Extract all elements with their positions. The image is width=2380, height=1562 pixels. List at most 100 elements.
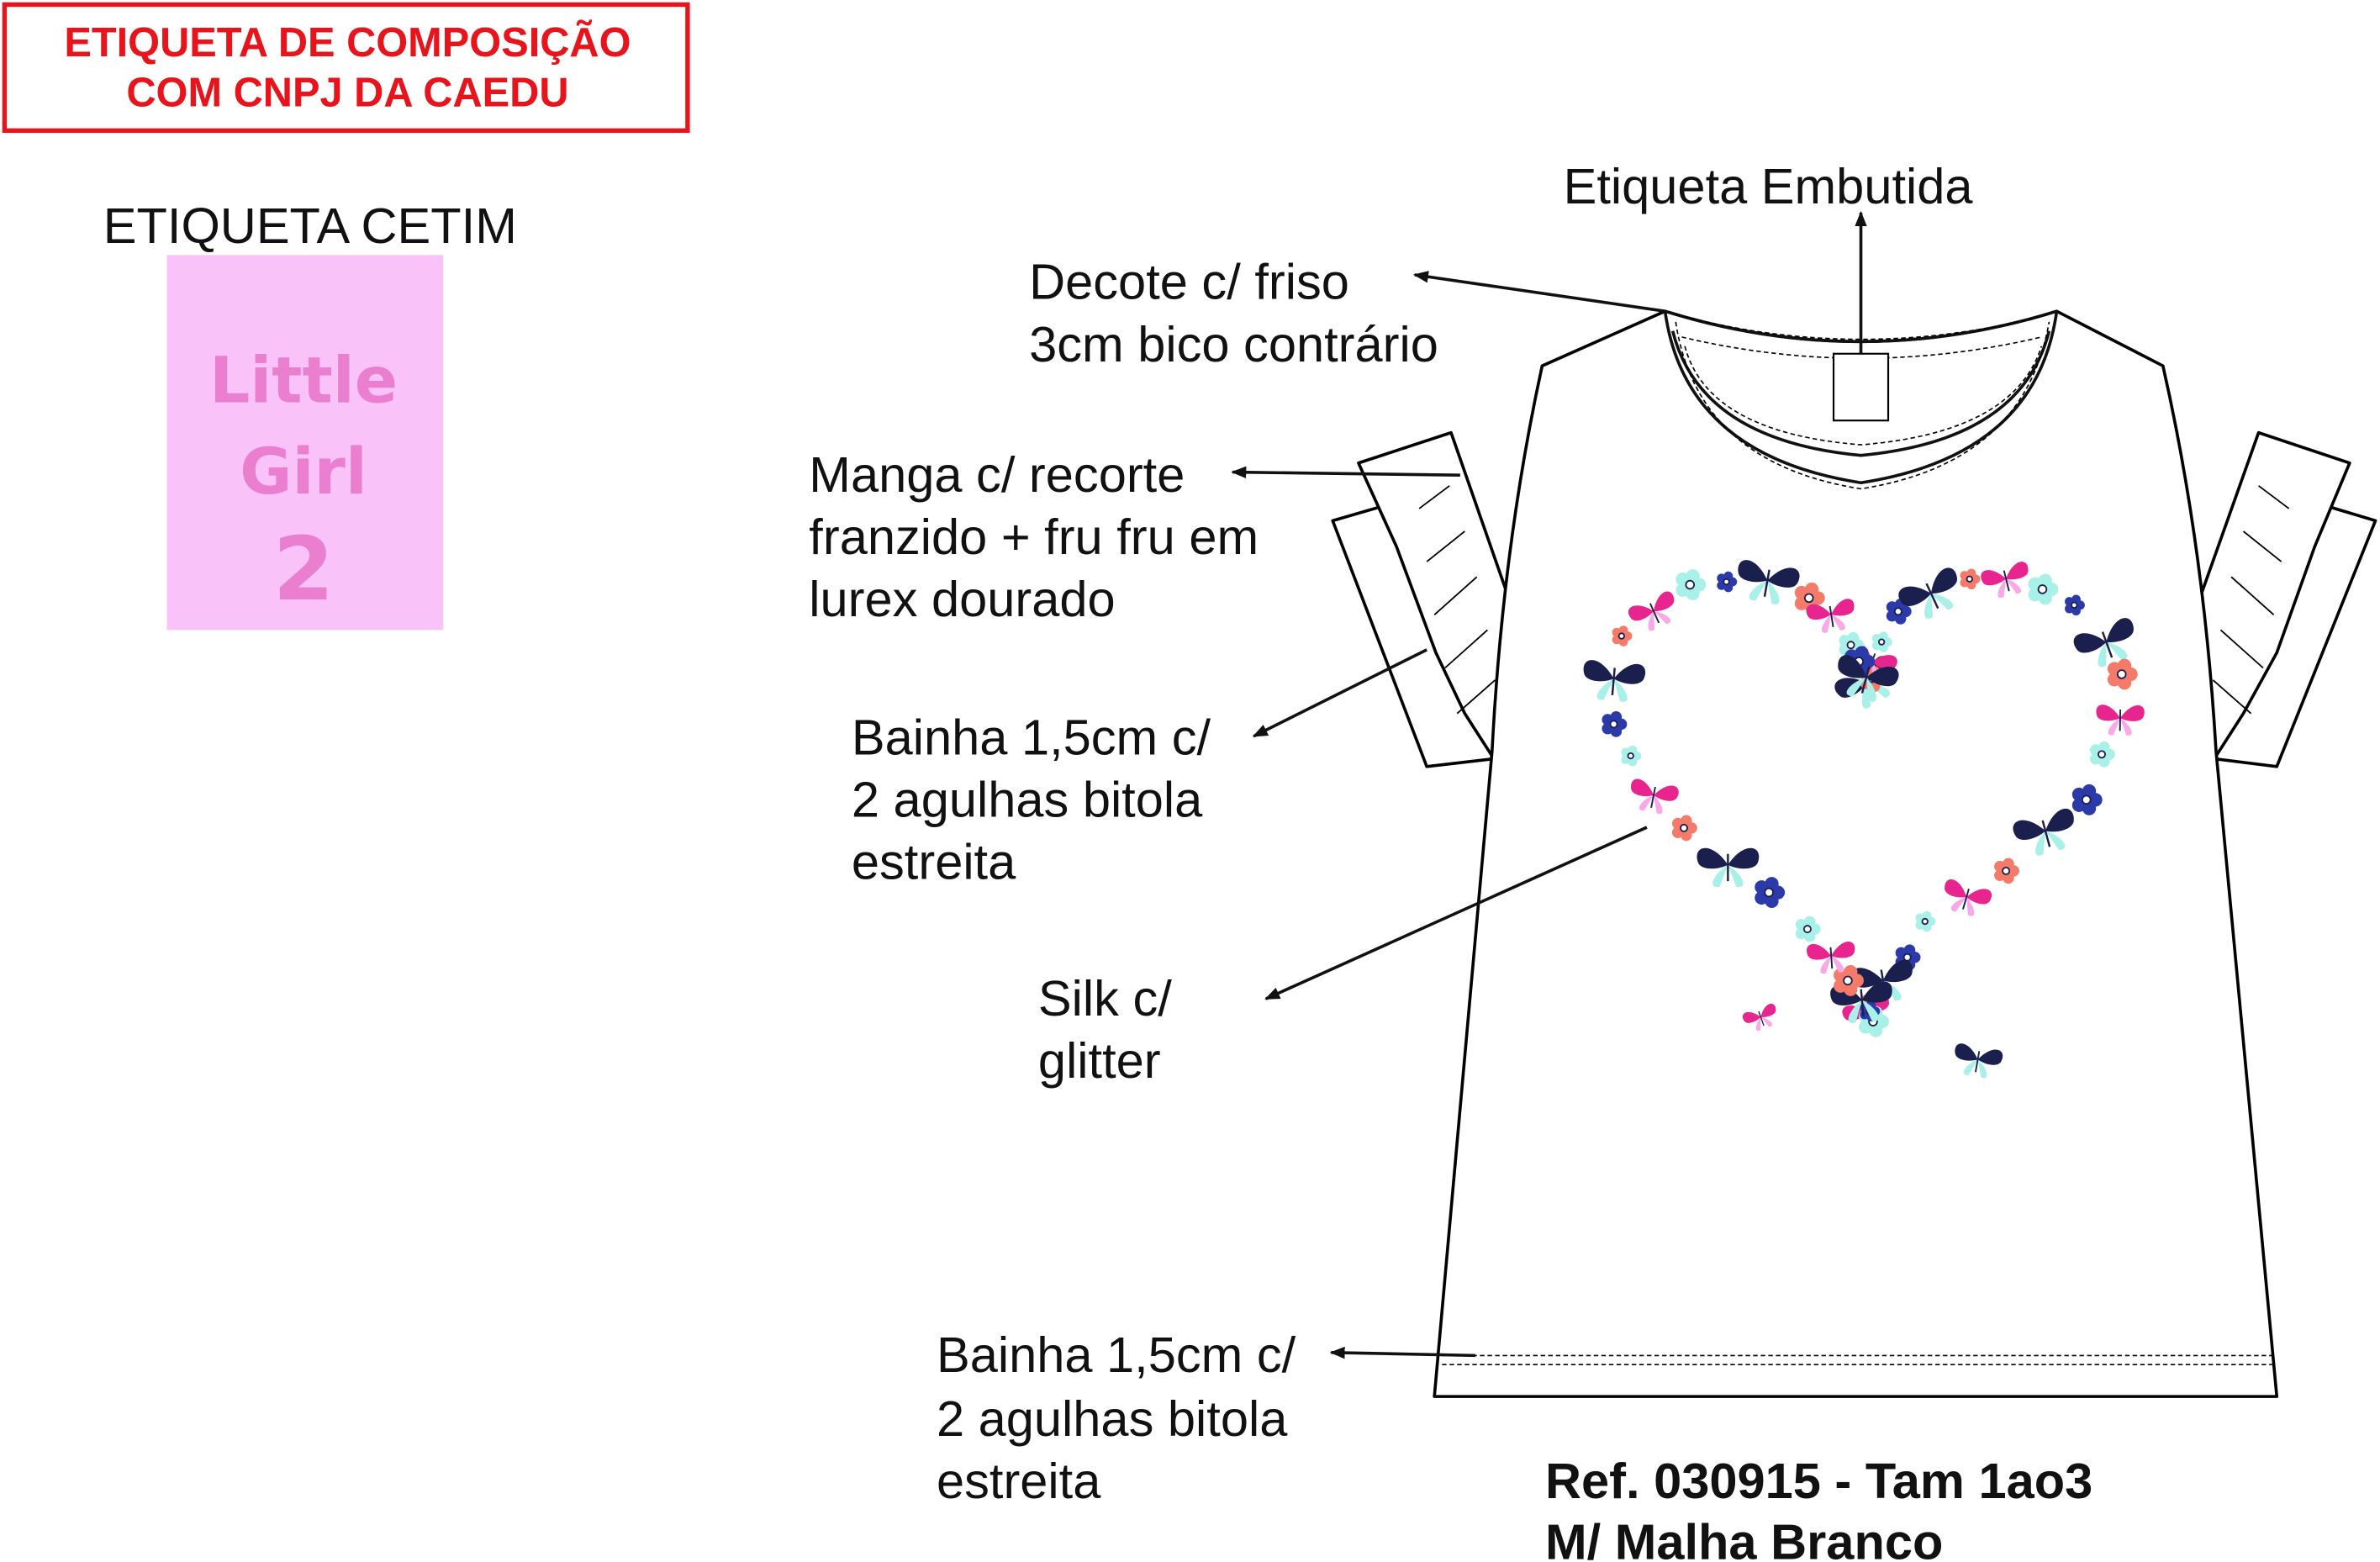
flower-center [1893,607,1902,616]
product-reference: Ref. 030915 - Tam 1ao3 M/ Malha Branco [1545,1453,2092,1562]
flower-center [2116,669,2127,679]
annotation-neckline: Decote c/ friso 3cm bico contrário [1029,254,1438,372]
butterfly-motif [1981,562,2029,599]
arrow-print [1264,826,1648,1000]
arrow-sleeve [1231,466,1460,479]
annotation-body-hem-line: Bainha 1,5cm c/ [937,1327,1296,1383]
butterfly-motif [2096,704,2145,736]
flower-center [1877,638,1886,646]
composition-label-line-1: ETIQUETA DE COMPOSIÇÃO [64,19,631,66]
flower-petal [2117,658,2132,673]
annotation-sleeve: Manga c/ recorte franzido + fru fru em l… [809,446,1259,627]
heart-butterfly-print [1583,560,2145,1079]
flower-petal [2098,741,2110,753]
butterfly-motif [1628,591,1675,631]
flower-center [1764,887,1774,898]
arrow-sleeve-hem [1252,648,1427,738]
flower-center [2002,866,2011,875]
satin-label-line-3: 2 [273,518,335,620]
annotation-body-hem-line: 2 agulhas bitola [937,1390,1288,1447]
annotation-body-hem-line: estreita [937,1453,1101,1509]
flower-center [1846,641,1855,650]
flower-petal [1844,964,1858,979]
reference-line: Ref. 030915 - Tam 1ao3 [1545,1453,2092,1509]
annotation-print-line: glitter [1038,1032,1161,1089]
flower-center [1803,593,1814,604]
butterfly-motif [1738,560,1800,604]
butterfly-motif [2073,618,2134,668]
flower-petal [2071,594,2081,604]
butterfly-motif [2013,808,2074,856]
annotation-sleeve-line: Manga c/ recorte [809,446,1185,503]
ruffle-gathers [1418,485,2290,715]
flower-petal [1765,877,1779,891]
flower-center [1843,975,1853,986]
flower-petal [2003,858,2014,870]
flower-center [2037,584,2048,594]
annotation-print-line: Silk c/ [1038,970,1172,1026]
arrow-body-hem [1329,1346,1475,1359]
annotation-sleeve-hem-line: Bainha 1,5cm c/ [852,709,1211,765]
annotation-sleeve-hem: Bainha 1,5cm c/ 2 agulhas bitola estreit… [852,709,1211,889]
flower-petal [1681,815,1692,827]
butterfly-motif [1583,660,1646,702]
reference-line: M/ Malha Branco [1545,1513,1943,1562]
butterfly-motif [1806,599,1855,633]
annotation-body-hem: Bainha 1,5cm c/ 2 agulhas bitola estreit… [937,1327,1296,1509]
annotation-sleeve-hem-line: estreita [852,833,1016,889]
flower-center [1802,925,1812,934]
flower-center [1617,632,1625,640]
butterfly-motif [1742,1003,1776,1032]
flower-center [1680,823,1688,832]
flower-petal [1878,631,1888,641]
butterfly-motif [1955,1043,2003,1079]
butterfly-motif [1697,847,1760,888]
satin-label-image: Little Girl 2 [166,255,444,631]
annotation-sleeve-hem-line: 2 agulhas bitola [852,771,1203,827]
shirt-body [1433,309,2279,1398]
flower-petal [1803,916,1816,928]
flower-center [1627,752,1634,760]
flower-center [2098,750,2106,759]
flower-petal [2082,784,2097,799]
composition-label-line-2: COM CNPJ DA CAEDU [126,70,568,115]
flower-center [2071,601,2078,609]
flower-petal [2038,573,2052,588]
flower-center [2081,794,2092,805]
flower-petal [1618,625,1628,636]
flower-petal [1966,568,1976,578]
annotation-sleeve-line: lurex dourado [809,571,1115,627]
flower-center [1685,579,1696,590]
flower-petal [1610,711,1623,723]
butterfly-motif [1838,655,1899,702]
satin-label-line-1: Little [209,344,398,418]
inner-label [1832,352,1890,422]
butterfly-motif [1807,942,1855,974]
flower-petal [1855,646,1869,660]
flower-center [1723,578,1730,586]
flower-petal [1723,571,1734,581]
satin-label-title: ETIQUETA CETIM [103,198,517,254]
satin-label-line-2: Girl [240,435,367,509]
flower-petal [1922,910,1932,921]
flower-petal [1686,569,1700,583]
annotation-inner-label: Etiqueta Embutida [1564,158,1974,214]
annotation-sleeve-line: franzido + fru fru em [809,509,1259,565]
flower-petal [1804,582,1819,597]
butterfly-motif [1945,879,1992,916]
flower-center [1902,953,1912,962]
flower-center [1609,720,1618,729]
flower-center [1966,575,1973,583]
annotation-neckline-line: Decote c/ friso [1029,254,1349,310]
annotation-print: Silk c/ glitter [1038,970,1172,1089]
flower-petal [1628,745,1638,755]
flower-petal [1847,631,1860,644]
flower-petal [1903,944,1916,956]
tshirt-flat-sketch [1331,309,2377,1398]
butterfly-motif [1898,567,1958,619]
flower-center [1921,917,1929,926]
annotation-neckline-line: 3cm bico contrário [1029,316,1438,372]
butterfly-motif [1631,778,1679,815]
composition-label-box: ETIQUETA DE COMPOSIÇÃO COM CNPJ DA CAEDU [2,2,690,134]
